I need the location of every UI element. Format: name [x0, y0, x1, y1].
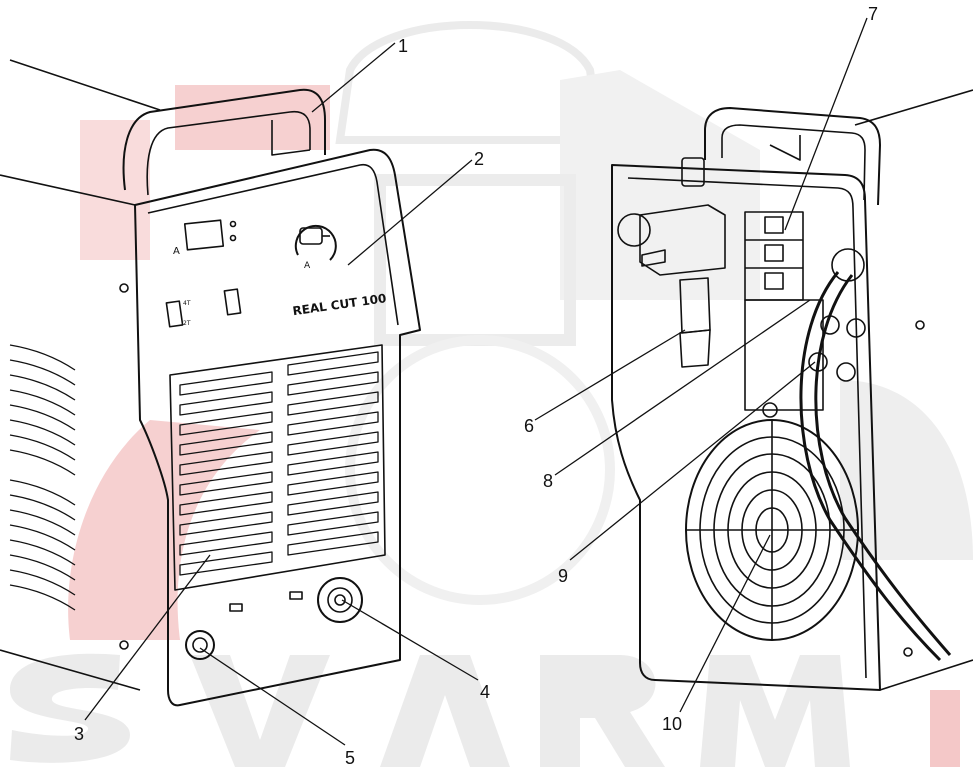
- connector: [836, 362, 856, 382]
- callout-10: 10: [662, 714, 682, 734]
- gauge: [617, 213, 651, 247]
- fan-grill: [685, 419, 859, 641]
- callout-lines: [84, 17, 868, 746]
- leader-line-2: [347, 159, 473, 266]
- terminal-symbol: [229, 603, 243, 612]
- body-edge: [0, 649, 141, 691]
- terminal: [764, 272, 784, 290]
- leader-line-5: [199, 647, 346, 746]
- watermark-shape: [345, 335, 615, 605]
- front-panel-inner: [147, 163, 399, 326]
- rear-unit: [611, 89, 973, 691]
- leader-line-7: [784, 17, 868, 231]
- callout-8: 8: [543, 471, 553, 491]
- indicator-light: [229, 220, 237, 228]
- front-panel: [134, 148, 421, 707]
- plus-terminal-inner: [192, 637, 208, 653]
- leader-line-6: [534, 329, 686, 421]
- callout-9: 9: [558, 566, 568, 586]
- callout-4: 4: [480, 682, 490, 702]
- mode-switch: [165, 300, 184, 328]
- handle-inner: [146, 110, 311, 196]
- current-knob: A: [294, 224, 337, 271]
- terminal-symbol: [289, 591, 303, 600]
- torch-connector-inner: [327, 587, 353, 613]
- torch-connector-core: [334, 594, 346, 606]
- fan-screw: [762, 402, 778, 418]
- knob-unit-label: A: [304, 261, 311, 271]
- screw: [903, 647, 913, 657]
- leader-line-1: [311, 42, 396, 113]
- gas-switch: [223, 288, 242, 316]
- terminal: [764, 244, 784, 262]
- switch-label-4t: 4T: [183, 300, 191, 307]
- screw: [915, 320, 925, 330]
- handle: [122, 88, 326, 191]
- body-edge: [854, 89, 973, 126]
- power-cable: [799, 271, 942, 662]
- torch-connector: [317, 577, 363, 623]
- filter-drain: [679, 329, 711, 368]
- watermark-shape: [840, 380, 973, 560]
- plus-terminal: [185, 630, 215, 660]
- vent-slots: [179, 351, 379, 576]
- air-inlet: [641, 249, 666, 267]
- vent-area: [169, 344, 386, 591]
- watermark-shape: [560, 70, 760, 300]
- regulator-body: [639, 204, 726, 276]
- terminal-block-dividers: [745, 239, 803, 269]
- callout-numbers: 1 2 3 4 5 6 7 8 9 10: [74, 4, 878, 767]
- leader-line-4: [341, 599, 479, 681]
- ammeter-display: [183, 219, 225, 251]
- handle-inner: [721, 124, 866, 201]
- leader-line-10: [679, 534, 771, 713]
- callout-5: 5: [345, 748, 355, 767]
- body-edge: [0, 174, 136, 206]
- connector: [846, 318, 866, 338]
- handle-inner: [271, 120, 311, 156]
- watermark: [10, 21, 973, 767]
- rear-panel: [611, 164, 881, 691]
- watermark-helmet: [335, 21, 605, 144]
- body-edge: [9, 59, 161, 111]
- screw: [119, 640, 129, 650]
- terminal: [764, 216, 784, 234]
- brand-label: REAL CUT 100: [292, 291, 388, 318]
- watermark-shape: [68, 420, 260, 640]
- indicator-light: [229, 234, 237, 242]
- handle-inner: [769, 135, 801, 161]
- side-vents: [9, 344, 76, 611]
- callout-6: 6: [524, 416, 534, 436]
- callout-1: 1: [398, 36, 408, 56]
- watermark-shape: [374, 174, 576, 346]
- callout-7: 7: [868, 4, 878, 24]
- rear-panel-inner: [627, 177, 867, 679]
- display-unit-label: A: [173, 246, 180, 257]
- leader-line-3: [84, 554, 211, 721]
- handle: [704, 107, 881, 206]
- leader-line-8: [554, 299, 811, 476]
- callout-2: 2: [474, 149, 484, 169]
- power-cable: [814, 274, 952, 656]
- body-edge: [879, 659, 973, 691]
- watermark-red-letter: [930, 690, 960, 767]
- switch-label-2t: 2T: [183, 320, 191, 327]
- leader-line-9: [569, 361, 816, 561]
- callout-3: 3: [74, 724, 84, 744]
- screw: [119, 283, 129, 293]
- watermark-shape: [80, 120, 150, 260]
- watermark-letters: [10, 653, 850, 767]
- regulator-knob: [681, 157, 705, 187]
- cable-gland: [831, 248, 865, 282]
